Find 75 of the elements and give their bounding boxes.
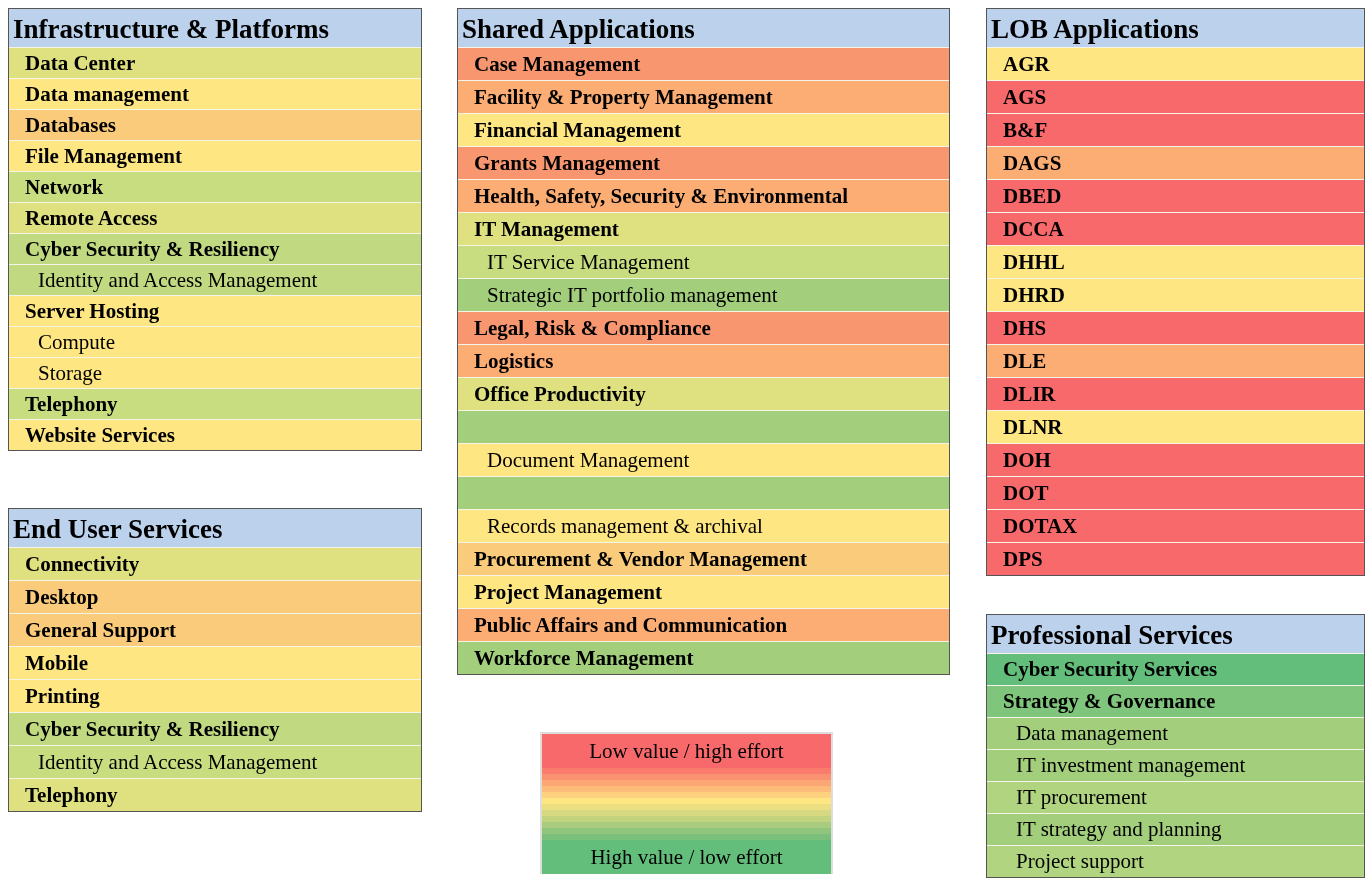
service-row: DAGS (987, 146, 1364, 179)
panel-heading: Shared Applications (458, 9, 949, 47)
service-row: DPS (987, 542, 1364, 575)
service-row: Grants Management (458, 146, 949, 179)
panel-heading: Professional Services (987, 615, 1364, 653)
service-row: Website Services (9, 419, 421, 450)
panel-heading: Infrastructure & Platforms (9, 9, 421, 47)
service-row (458, 410, 949, 443)
service-row: DOH (987, 443, 1364, 476)
service-row: Case Management (458, 47, 949, 80)
service-row: Telephony (9, 388, 421, 419)
category-panel (8, 8, 422, 451)
service-row: Financial Management (458, 113, 949, 146)
service-row: Facility & Property Management (458, 80, 949, 113)
service-row: DLE (987, 344, 1364, 377)
service-row: DHHL (987, 245, 1364, 278)
service-row: File Management (9, 140, 421, 171)
service-row: DHRD (987, 278, 1364, 311)
category-panel (986, 614, 1365, 878)
legend-label: Low value / high effort (589, 739, 784, 763)
service-row: IT strategy and planning (987, 813, 1364, 845)
panel-heading: End User Services (9, 509, 421, 547)
service-row: DLNR (987, 410, 1364, 443)
service-row: Procurement & Vendor Management (458, 542, 949, 575)
service-row: Data management (987, 717, 1364, 749)
service-row: Databases (9, 109, 421, 140)
service-row: Storage (9, 357, 421, 388)
service-row: Connectivity (9, 547, 421, 580)
service-row: Project support (987, 845, 1364, 877)
service-row: IT investment management (987, 749, 1364, 781)
panel-heading: LOB Applications (987, 9, 1364, 47)
category-panel (8, 508, 422, 812)
service-row: Health, Safety, Security & Environmental (458, 179, 949, 212)
service-row: DHS (987, 311, 1364, 344)
service-row: Strategic IT portfolio management (458, 278, 949, 311)
service-row: Project Management (458, 575, 949, 608)
service-row: Identity and Access Management (9, 745, 421, 778)
service-row: Identity and Access Management (9, 264, 421, 295)
service-row: Printing (9, 679, 421, 712)
service-row: Cyber Security & Resiliency (9, 712, 421, 745)
service-row: B&F (987, 113, 1364, 146)
service-row: Remote Access (9, 202, 421, 233)
service-row: Workforce Management (458, 641, 949, 674)
service-row: Public Affairs and Communication (458, 608, 949, 641)
service-row: DCCA (987, 212, 1364, 245)
service-row (458, 476, 949, 509)
service-row: Data management (9, 78, 421, 109)
service-row: AGS (987, 80, 1364, 113)
legend-label: High value / low effort (590, 845, 783, 869)
category-panel (986, 8, 1365, 576)
service-row: DOT (987, 476, 1364, 509)
service-row: Server Hosting (9, 295, 421, 326)
service-row: Network (9, 171, 421, 202)
service-row: DOTAX (987, 509, 1364, 542)
service-row: Document Management (458, 443, 949, 476)
service-row: General Support (9, 613, 421, 646)
service-row: Legal, Risk & Compliance (458, 311, 949, 344)
service-row: AGR (987, 47, 1364, 80)
service-row: Logistics (458, 344, 949, 377)
service-row: Desktop (9, 580, 421, 613)
service-row: Mobile (9, 646, 421, 679)
service-row: DLIR (987, 377, 1364, 410)
service-row: IT Management (458, 212, 949, 245)
service-row: Cyber Security & Resiliency (9, 233, 421, 264)
category-panel (457, 8, 950, 675)
service-row: Cyber Security Services (987, 653, 1364, 685)
service-row: Office Productivity (458, 377, 949, 410)
service-row: DBED (987, 179, 1364, 212)
service-row: Compute (9, 326, 421, 357)
service-row: Data Center (9, 47, 421, 78)
service-row: IT procurement (987, 781, 1364, 813)
service-row: Records management & archival (458, 509, 949, 542)
service-row: IT Service Management (458, 245, 949, 278)
service-row: Telephony (9, 778, 421, 811)
service-row: Strategy & Governance (987, 685, 1364, 717)
